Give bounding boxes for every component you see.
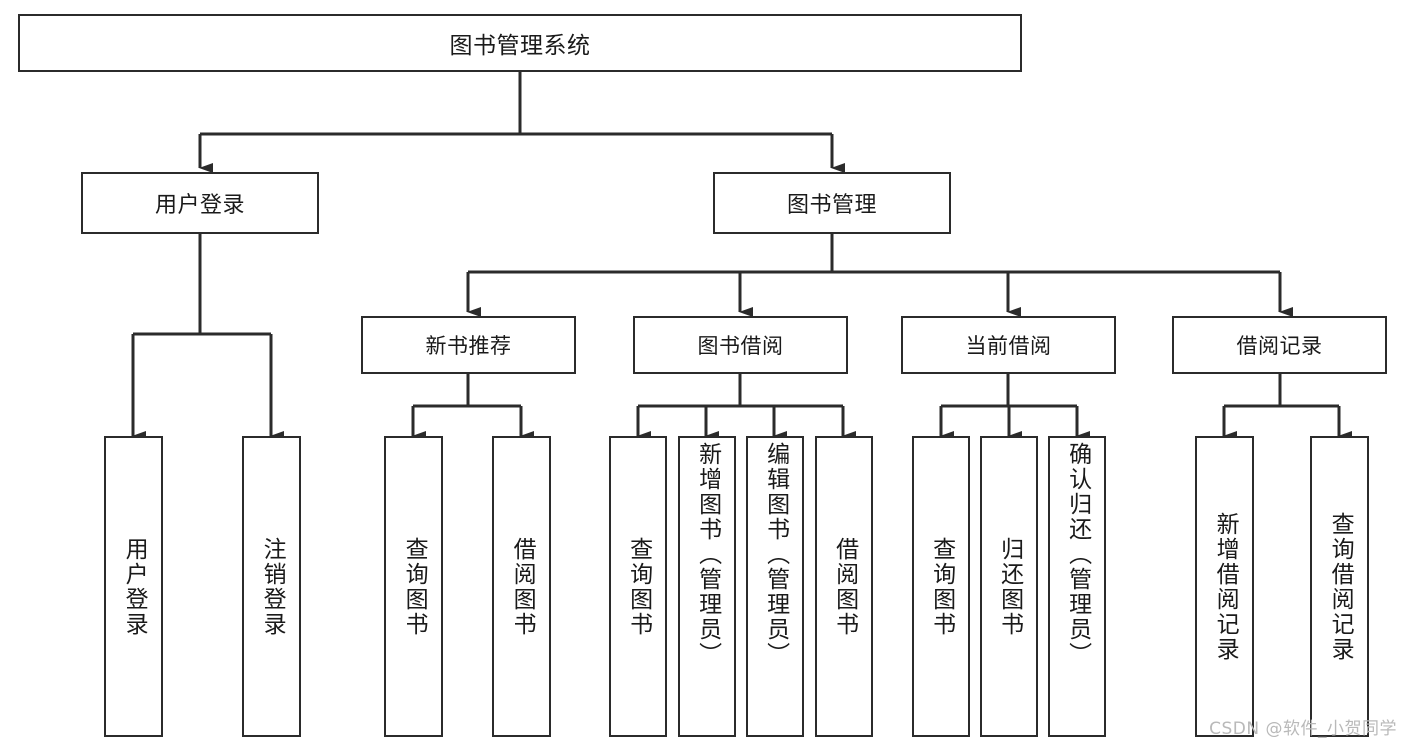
node-book-management[interactable]: 图书管理: [713, 172, 951, 234]
node-label: 确认归还（管理员）: [1064, 442, 1091, 667]
node-leaf-query-book-1[interactable]: 查询图书: [384, 436, 443, 737]
node-label: 当前借阅: [965, 334, 1052, 358]
node-current-borrow[interactable]: 当前借阅: [901, 316, 1116, 374]
node-leaf-query-book-2[interactable]: 查询图书: [609, 436, 667, 737]
node-user-login[interactable]: 用户登录: [81, 172, 319, 234]
node-leaf-borrow-book-2[interactable]: 借阅图书: [815, 436, 873, 737]
watermark-text: CSDN @软件_小贺同学: [1209, 719, 1397, 739]
node-leaf-add-borrow-record[interactable]: 新增借阅记录: [1195, 436, 1254, 737]
node-label: 借阅图书: [509, 536, 536, 637]
node-book-borrow[interactable]: 图书借阅: [633, 316, 848, 374]
node-new-book-recommendation[interactable]: 新书推荐: [361, 316, 576, 374]
node-label: 新书推荐: [425, 334, 512, 358]
node-label: 用户登录: [121, 536, 148, 637]
node-leaf-borrow-book-1[interactable]: 借阅图书: [492, 436, 551, 737]
node-label: 查询图书: [401, 536, 428, 637]
node-leaf-confirm-return-admin[interactable]: 确认归还（管理员）: [1048, 436, 1106, 737]
node-label: 归还图书: [996, 536, 1023, 637]
node-root-book-management-system[interactable]: 图书管理系统: [18, 14, 1022, 72]
node-borrow-record[interactable]: 借阅记录: [1172, 316, 1387, 374]
node-label: 新增图书（管理员）: [694, 442, 721, 667]
node-label: 借阅记录: [1236, 334, 1323, 358]
node-label: 编辑图书（管理员）: [762, 442, 789, 667]
node-label: 查询图书: [928, 536, 955, 637]
node-leaf-return-book[interactable]: 归还图书: [980, 436, 1038, 737]
node-label: 用户登录: [154, 193, 245, 218]
node-label: 查询借阅记录: [1327, 511, 1354, 662]
node-label: 图书借阅: [697, 334, 784, 358]
node-label: 图书管理: [786, 193, 877, 218]
node-leaf-user-logout[interactable]: 注销登录: [242, 436, 301, 737]
node-leaf-user-login[interactable]: 用户登录: [104, 436, 163, 737]
node-label: 借阅图书: [831, 536, 858, 637]
node-leaf-edit-book-admin[interactable]: 编辑图书（管理员）: [746, 436, 804, 737]
node-leaf-query-book-3[interactable]: 查询图书: [912, 436, 970, 737]
node-leaf-query-borrow-record[interactable]: 查询借阅记录: [1310, 436, 1369, 737]
node-label: 新增借阅记录: [1212, 511, 1239, 662]
node-leaf-add-book-admin[interactable]: 新增图书（管理员）: [678, 436, 736, 737]
node-label: 图书管理系统: [449, 33, 591, 59]
node-label: 查询图书: [625, 536, 652, 637]
node-label: 注销登录: [259, 536, 286, 637]
